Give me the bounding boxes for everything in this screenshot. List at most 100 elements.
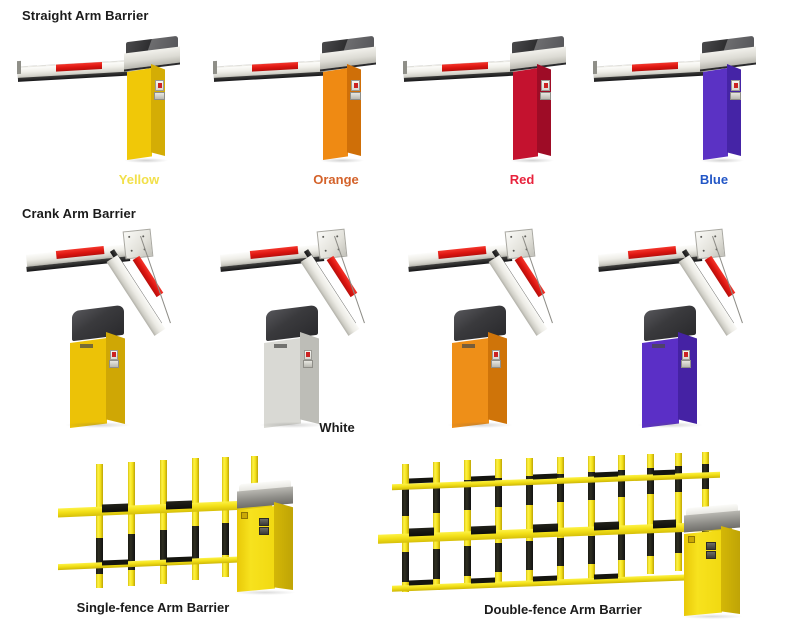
fence-post — [192, 458, 199, 580]
fence-post — [495, 459, 502, 585]
fence-top-rail-black-segment — [409, 477, 433, 484]
fence-post — [557, 457, 564, 581]
product-crank-arm-yellow[interactable] — [24, 222, 214, 428]
cabinet-lock-plate — [109, 360, 119, 368]
product-straight-arm-orange[interactable] — [213, 30, 376, 170]
fence-rail-black-segment — [471, 525, 496, 535]
brand-logo — [462, 344, 475, 348]
cabinet-front-panel — [323, 68, 348, 160]
ground-shadow — [66, 422, 130, 428]
hinge-bolt — [512, 249, 515, 252]
crank-hinge-joint — [316, 228, 348, 260]
cabinet-side-panel — [488, 332, 507, 424]
fence-post-black-segment — [618, 533, 625, 560]
ground-shadow — [510, 158, 554, 163]
cabinet-side-panel — [727, 64, 741, 156]
fence-post-black-segment — [192, 526, 199, 560]
color-label-red: Red — [509, 172, 535, 187]
fence-post — [222, 457, 229, 577]
fence-post-black-segment — [647, 530, 654, 556]
status-led-icon — [241, 512, 248, 519]
ground-shadow — [124, 158, 168, 163]
cabinet-button[interactable] — [259, 527, 269, 535]
hinge-bolt — [130, 249, 133, 252]
cabinet-side-panel — [151, 64, 165, 156]
warning-sticker-icon — [541, 80, 550, 91]
hinge-bolt — [322, 235, 325, 238]
fence-post-black-segment — [222, 523, 229, 555]
section-heading-straight-arm: Straight Arm Barrier — [22, 8, 149, 23]
product-straight-arm-red[interactable] — [403, 30, 566, 170]
brand-logo — [274, 344, 287, 348]
fence-post-black-segment — [675, 527, 682, 553]
product-crank-arm-orange[interactable] — [406, 222, 596, 428]
status-led-icon — [688, 536, 695, 543]
hinge-bolt — [524, 235, 527, 238]
ground-shadow — [235, 590, 295, 595]
hinge-bolt — [702, 249, 705, 252]
warning-sticker-icon — [110, 350, 118, 360]
fence-post-black-segment — [128, 534, 135, 570]
warning-sticker-icon — [351, 80, 360, 91]
hinge-bolt — [510, 235, 513, 238]
cabinet-lock-plate — [730, 92, 741, 100]
cabinet-button[interactable] — [706, 551, 716, 559]
warning-sticker-icon — [682, 350, 690, 360]
fence-top-rail-black-segment — [653, 469, 675, 476]
barrier-arm-end-cap — [403, 60, 407, 75]
fence-post — [675, 453, 682, 571]
fence-bottom-rail-black-segment — [594, 573, 618, 580]
cabinet-button[interactable] — [259, 518, 269, 526]
barrier-cabinet — [323, 64, 361, 160]
fence-post-black-segment — [464, 546, 471, 576]
fence-post-black-segment — [96, 538, 103, 574]
product-double-fence-arm-barrier[interactable] — [372, 450, 742, 619]
fence-post — [433, 462, 440, 590]
product-straight-arm-yellow[interactable] — [17, 30, 180, 170]
barrier-arm-end-cap — [213, 60, 217, 75]
warning-sticker-icon — [304, 350, 312, 360]
fence-post-black-segment — [588, 536, 595, 564]
hinge-bolt — [128, 235, 131, 238]
cabinet-lock-plate — [350, 92, 361, 100]
ground-shadow — [700, 158, 744, 163]
warning-sticker-icon — [155, 80, 164, 91]
fence-bottom-rail-black-segment — [409, 579, 433, 586]
barrier-arm-end-cap — [593, 60, 597, 75]
fence-post-black-segment — [402, 552, 409, 582]
product-single-fence-arm-barrier[interactable] — [32, 452, 295, 595]
color-label-orange: Orange — [313, 172, 359, 187]
cabinet-side-panel — [300, 332, 319, 424]
barrier-cabinet — [703, 64, 741, 160]
fence-post — [647, 454, 654, 574]
product-crank-arm-blue[interactable] — [596, 222, 786, 428]
barrier-cabinet — [264, 332, 320, 428]
fence-post — [160, 460, 167, 584]
fence-rail-black-segment — [594, 521, 619, 531]
cabinet-side-panel — [274, 502, 293, 590]
fence-post-black-segment — [433, 483, 440, 513]
hinge-bolt — [142, 235, 145, 238]
fence-rail-black-segment — [102, 503, 128, 513]
hinge-bolt — [700, 235, 703, 238]
fence-post-black-segment — [526, 541, 533, 570]
barrier-arm-end-cap — [17, 60, 21, 75]
fence-post-black-segment — [647, 468, 654, 494]
fence-post-black-segment — [402, 486, 409, 516]
product-straight-arm-blue[interactable] — [593, 30, 756, 170]
hinge-bolt — [324, 249, 327, 252]
product-crank-arm-white[interactable] — [218, 222, 408, 428]
cabinet-side-panel — [721, 526, 740, 614]
fence-top-rail-black-segment — [471, 475, 495, 482]
brand-logo — [652, 344, 665, 348]
ground-shadow — [682, 614, 742, 619]
fence-post-black-segment — [557, 538, 564, 566]
fence-rail-black-segment — [166, 500, 192, 510]
cabinet-side-panel — [537, 64, 551, 156]
cabinet-front-panel — [642, 338, 679, 428]
cabinet-button[interactable] — [706, 542, 716, 550]
fence-post — [588, 456, 595, 580]
fence-post-black-segment — [557, 474, 564, 502]
caption-single-fence-arm-barrier: Single-fence Arm Barrier — [76, 600, 230, 615]
